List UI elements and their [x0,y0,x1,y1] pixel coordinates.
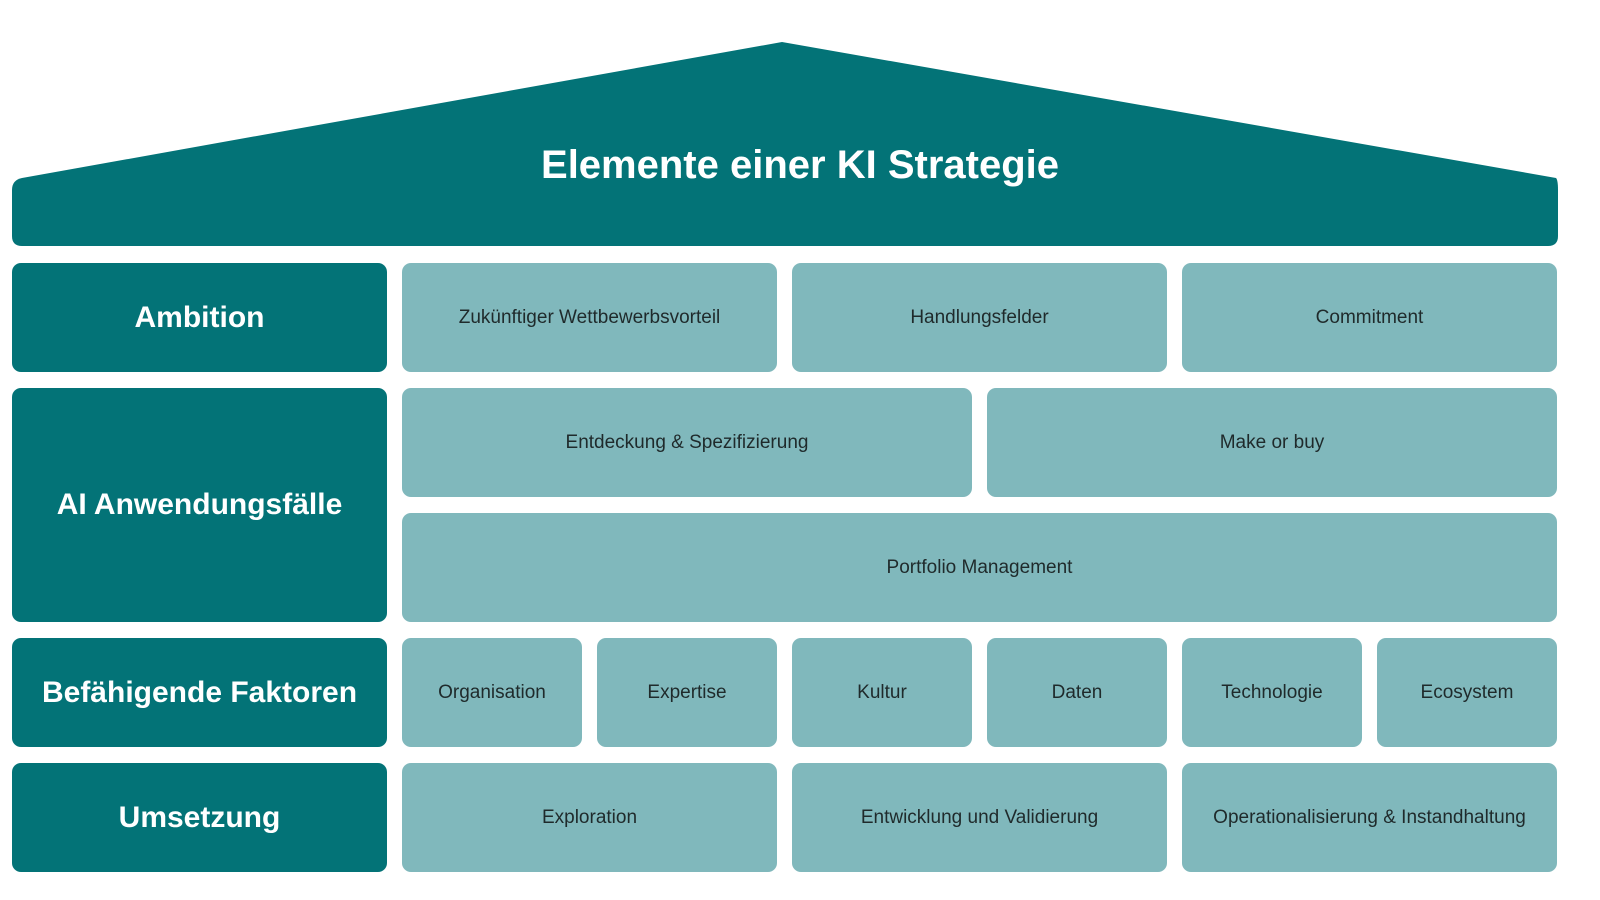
cell-entdeckung-spezifizierung: Entdeckung & Spezifizierung [402,388,972,497]
cell-daten: Daten [987,638,1167,747]
row-label-ai-anwendungsfaelle: AI Anwendungsfälle [12,388,387,622]
page-title: Elemente einer KI Strategie [541,143,1059,187]
cell-exploration: Exploration [402,763,777,872]
cell-expertise: Expertise [597,638,777,747]
cell-make-or-buy: Make or buy [987,388,1557,497]
row-label-befaehigende-faktoren: Befähigende Faktoren [12,638,387,747]
row-label-ambition: Ambition [12,263,387,372]
cell-commitment: Commitment [1182,263,1557,372]
cell-portfolio-management: Portfolio Management [402,513,1557,622]
cell-wettbewerbsvorteil: Zukünftiger Wettbewerbsvorteil [402,263,777,372]
cell-entwicklung-validierung: Entwicklung und Validierung [792,763,1167,872]
roof-shape [12,42,1558,246]
cell-technologie: Technologie [1182,638,1362,747]
cell-organisation: Organisation [402,638,582,747]
cell-operationalisierung-instandhaltung: Operationalisierung & Instandhaltung [1182,763,1557,872]
cell-kultur: Kultur [792,638,972,747]
cell-ecosystem: Ecosystem [1377,638,1557,747]
row-label-umsetzung: Umsetzung [12,763,387,872]
cell-handlungsfelder: Handlungsfelder [792,263,1167,372]
